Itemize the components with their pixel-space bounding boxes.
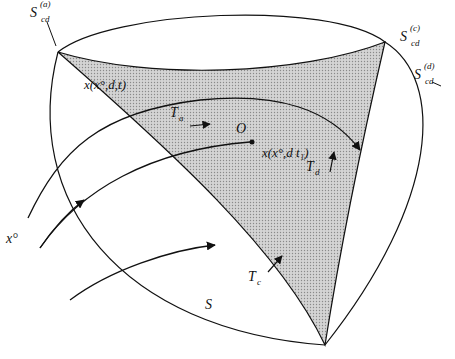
math-label: x(x°,d,t) [84, 78, 126, 91]
math-label: T [248, 270, 256, 284]
math-label: cd [41, 15, 50, 24]
trajectory [28, 98, 360, 218]
math-label: S [30, 6, 37, 20]
math-label: T [170, 106, 178, 120]
right-outline [325, 42, 423, 345]
math-label: c [257, 278, 261, 287]
math-label: cd [411, 39, 420, 48]
math-label: (d) [424, 62, 435, 71]
math-label: cd [425, 77, 434, 86]
math-label: d [315, 168, 320, 177]
math-label: x(x°,d t₁) [262, 146, 309, 159]
tangent-arrow [268, 256, 282, 272]
trajectory [70, 245, 215, 300]
shaded-face [58, 42, 385, 345]
math-label: O [236, 122, 246, 136]
math-label: S [400, 30, 407, 44]
math-label: S [205, 298, 212, 312]
leader-line [47, 22, 56, 46]
tangent-arrow [190, 124, 210, 126]
math-label: S [414, 68, 421, 82]
math-label: (c) [410, 24, 420, 33]
trajectory-arrow [40, 200, 84, 248]
math-label: (a) [40, 0, 51, 9]
trajectory [40, 142, 250, 248]
math-label: x° [6, 232, 18, 246]
tangent-arrow [330, 152, 334, 172]
top-outline [58, 15, 385, 52]
left-outline [50, 52, 325, 345]
math-label: a [179, 114, 184, 123]
math-label: T [306, 160, 314, 174]
point-o [250, 140, 255, 145]
